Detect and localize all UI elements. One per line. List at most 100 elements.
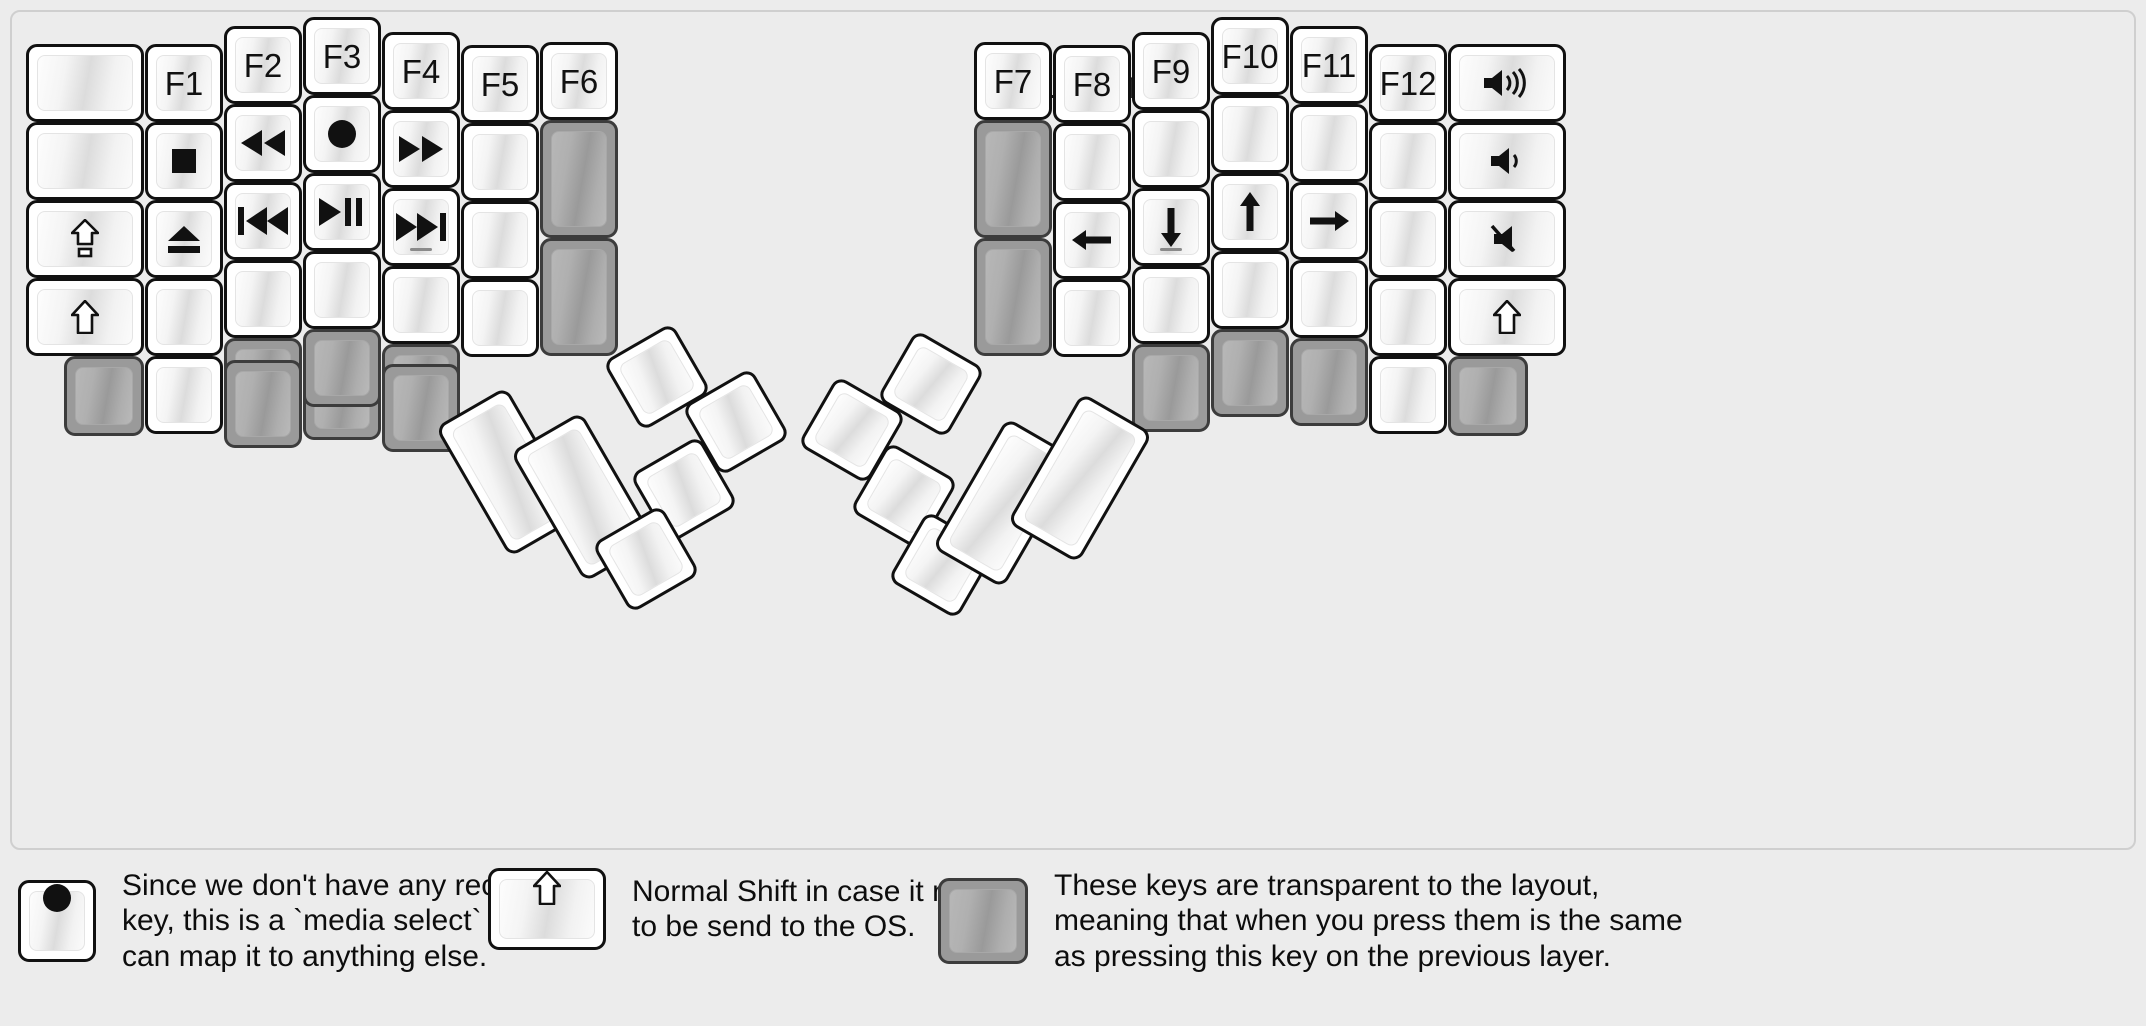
key-left-c4-r1[interactable] bbox=[382, 110, 460, 188]
key-right-c4-r0[interactable]: F11 bbox=[1290, 26, 1368, 104]
key-left-c2-r2[interactable] bbox=[224, 182, 302, 260]
keycap-surface bbox=[1064, 56, 1120, 112]
key-right-c5-r4[interactable] bbox=[1369, 356, 1447, 434]
legend-text: These keys are transparent to the layout… bbox=[1054, 869, 1683, 973]
key-left-c5-r2[interactable] bbox=[461, 201, 539, 279]
key-right-c1-r3[interactable] bbox=[1053, 279, 1131, 357]
key-right-c1-r0[interactable]: F8 bbox=[1053, 45, 1131, 123]
key-right-c5-r3[interactable] bbox=[1369, 278, 1447, 356]
keycap-surface bbox=[156, 55, 212, 111]
keycap-surface bbox=[1459, 289, 1555, 345]
key-right-c0-r2-transparent[interactable] bbox=[974, 238, 1052, 356]
legend-item: Normal Shift in case it needs to be send… bbox=[488, 868, 1014, 950]
key-right-c6-r3[interactable] bbox=[1448, 278, 1566, 356]
key-right-c6-r4-transparent[interactable] bbox=[1448, 356, 1528, 436]
record-circle-icon bbox=[21, 883, 93, 913]
key-left-c1-r1[interactable] bbox=[145, 122, 223, 200]
key-right-c1-r1[interactable] bbox=[1053, 123, 1131, 201]
key-left-c5-r3[interactable] bbox=[461, 279, 539, 357]
keycap-surface bbox=[314, 106, 370, 162]
keycap-surface bbox=[235, 371, 291, 437]
legend-key-sample bbox=[488, 868, 606, 950]
key-right-c5-r0[interactable]: F12 bbox=[1369, 44, 1447, 122]
key-left-c3-r1[interactable] bbox=[303, 95, 381, 173]
keycap-surface bbox=[1301, 193, 1357, 249]
legend-key-sample bbox=[938, 878, 1028, 965]
key-left-c6-r2-transparent[interactable] bbox=[540, 238, 618, 356]
keycap-surface bbox=[156, 289, 212, 345]
key-left-c3-r0[interactable]: F3 bbox=[303, 17, 381, 95]
keycap-surface bbox=[985, 249, 1041, 345]
key-left-c2-r1[interactable] bbox=[224, 104, 302, 182]
key-right-c3-r1[interactable] bbox=[1211, 95, 1289, 173]
keycap-surface bbox=[1143, 121, 1199, 177]
key-right-c4-r2[interactable] bbox=[1290, 182, 1368, 260]
key-right-c2-r3[interactable] bbox=[1132, 266, 1210, 344]
key-left-c0-r2[interactable] bbox=[26, 200, 144, 278]
key-right-c5-r1[interactable] bbox=[1369, 122, 1447, 200]
key-left-c3-r2[interactable] bbox=[303, 173, 381, 251]
key-right-c2-r4[interactable] bbox=[1132, 344, 1210, 432]
key-left-c1-r3[interactable] bbox=[145, 278, 223, 356]
key-right-c3-r4[interactable] bbox=[1211, 329, 1289, 417]
key-left-c0-r1[interactable] bbox=[26, 122, 144, 200]
keycap-surface bbox=[472, 212, 528, 268]
keycap-surface bbox=[314, 28, 370, 84]
keycap-surface bbox=[1380, 55, 1436, 111]
key-right-c6-r1[interactable] bbox=[1448, 122, 1566, 200]
key-left-c5-r1[interactable] bbox=[461, 123, 539, 201]
key-left-c1-r0[interactable]: F1 bbox=[145, 44, 223, 122]
key-left-c6-r0[interactable]: F6 bbox=[540, 42, 618, 120]
keycap-surface bbox=[606, 519, 686, 599]
key-right-c4-r3[interactable] bbox=[1290, 260, 1368, 338]
keycap-surface bbox=[235, 193, 291, 249]
keycap-surface bbox=[235, 37, 291, 93]
key-right-c4-r1[interactable] bbox=[1290, 104, 1368, 182]
keycap-surface bbox=[393, 199, 449, 255]
key-right-c2-r1[interactable] bbox=[1132, 110, 1210, 188]
key-left-c4-r0[interactable]: F4 bbox=[382, 32, 460, 110]
keycap-surface bbox=[1301, 115, 1357, 171]
key-right-c2-r0[interactable]: F9 bbox=[1132, 32, 1210, 110]
key-right-c0-r0[interactable]: F7 bbox=[974, 42, 1052, 120]
keycap-surface bbox=[1143, 199, 1199, 255]
keycap-surface bbox=[1459, 367, 1517, 425]
key-left-c5-r0[interactable]: F5 bbox=[461, 45, 539, 123]
key-right-c6-r2[interactable] bbox=[1448, 200, 1566, 278]
key-left-c1-r4[interactable] bbox=[145, 356, 223, 434]
keycap-surface bbox=[949, 889, 1017, 954]
key-left-c2-r3[interactable] bbox=[224, 260, 302, 338]
keycap-surface bbox=[314, 262, 370, 318]
key-left-c0-r4-transparent[interactable] bbox=[64, 356, 144, 436]
key-left-c3-r3[interactable] bbox=[303, 251, 381, 329]
legend-item: These keys are transparent to the layout… bbox=[938, 868, 1683, 974]
key-left-c3-r4[interactable] bbox=[303, 329, 381, 407]
keycap-surface bbox=[1064, 134, 1120, 190]
legend-key-sample bbox=[18, 880, 96, 963]
key-right-c3-r0[interactable]: F10 bbox=[1211, 17, 1289, 95]
key-right-c4-r4[interactable] bbox=[1290, 338, 1368, 426]
legend-text: Normal Shift in case it needs to be send… bbox=[632, 874, 1014, 943]
key-left-c0-r3[interactable] bbox=[26, 278, 144, 356]
key-right-c0-r1-transparent[interactable] bbox=[974, 120, 1052, 238]
key-left-c4-r3[interactable] bbox=[382, 266, 460, 344]
key-right-c3-r3[interactable] bbox=[1211, 251, 1289, 329]
keycap-surface bbox=[1380, 211, 1436, 267]
key-left-c0-r0[interactable] bbox=[26, 44, 144, 122]
key-right-c3-r2[interactable] bbox=[1211, 173, 1289, 251]
key-right-c6-r0[interactable] bbox=[1448, 44, 1566, 122]
key-left-c4-r2[interactable] bbox=[382, 188, 460, 266]
keycap-surface bbox=[156, 133, 212, 189]
key-right-c2-r2[interactable] bbox=[1132, 188, 1210, 266]
key-left-c1-r2[interactable] bbox=[145, 200, 223, 278]
keycap-surface bbox=[472, 56, 528, 112]
key-left-c2-r5-transparent[interactable] bbox=[224, 360, 302, 448]
key-left-c6-r1-transparent[interactable] bbox=[540, 120, 618, 238]
key-right-c5-r2[interactable] bbox=[1369, 200, 1447, 278]
keycap-surface bbox=[1143, 277, 1199, 333]
keycap-surface bbox=[1301, 37, 1357, 93]
key-right-c1-r2[interactable] bbox=[1053, 201, 1131, 279]
key-left-c2-r0[interactable]: F2 bbox=[224, 26, 302, 104]
